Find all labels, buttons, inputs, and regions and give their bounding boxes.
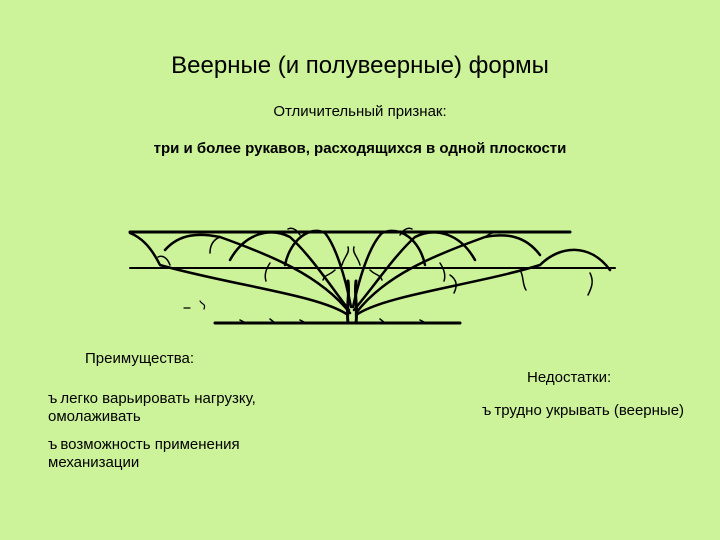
feature-text: три и более рукавов, расходящихся в одно… xyxy=(153,140,567,157)
advantage-text: легко варьировать нагрузку, омолаживать xyxy=(48,390,256,425)
bullet-marker: ъ xyxy=(48,436,58,453)
slide-title: Веерные (и полувеерные) формы xyxy=(171,52,549,79)
vine-arms xyxy=(128,229,612,317)
bullet-marker: ъ xyxy=(48,390,58,407)
disadvantage-text: трудно укрывать (веерные) xyxy=(494,402,685,419)
advantages-heading: Преимущества: xyxy=(85,350,195,367)
advantage-text: возможность применения механизации xyxy=(48,436,240,471)
trunk xyxy=(345,279,359,325)
subtitle: Отличительный признак: xyxy=(273,103,447,120)
fan-vine-illustration xyxy=(128,227,616,325)
disadvantages-heading: Недостатки: xyxy=(527,369,612,386)
shoots xyxy=(157,227,593,296)
bullet-marker: ъ xyxy=(482,402,492,419)
